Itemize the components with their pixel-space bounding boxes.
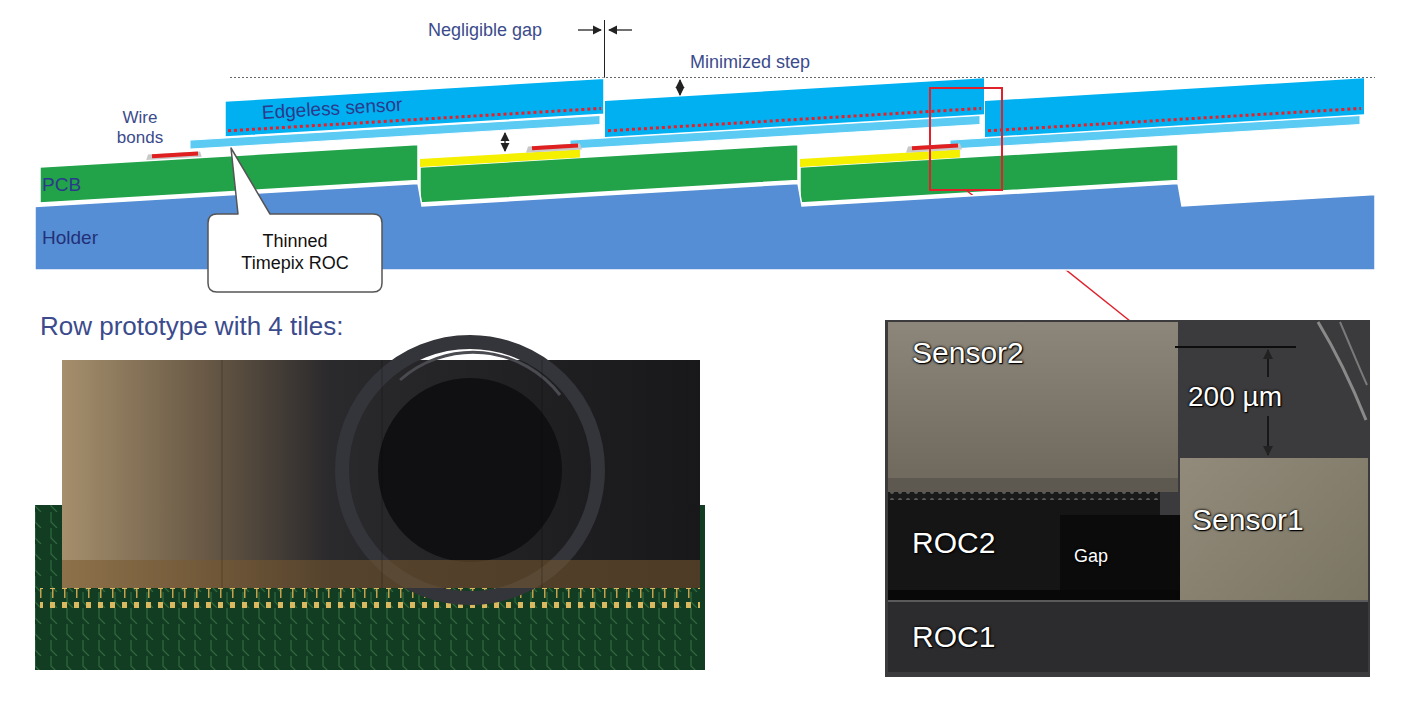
label-anchor: ROC1 (912, 620, 995, 655)
wire-bond-patch (526, 144, 582, 153)
label-anchor: Gap (1074, 546, 1108, 567)
pixel-row (988, 108, 1361, 130)
spacing-arrow (504, 133, 505, 151)
dimension-label: 200 µm (1188, 381, 1282, 413)
photo-label: Sensor2 (912, 336, 1024, 371)
dimension-arrow (1267, 350, 1269, 377)
annotation-label: Negligible gap (428, 20, 542, 41)
photo-label: ROC2 (912, 526, 995, 561)
sensor-block (888, 322, 1178, 478)
part-label: PCB (42, 174, 81, 197)
gap-arrow (578, 29, 601, 30)
label-anchor: Minimized step (690, 52, 810, 73)
lens-reflection (342, 342, 598, 598)
gap-region (1060, 515, 1180, 590)
label-anchor: 200 µm (1188, 381, 1282, 413)
sensor-edge (62, 560, 700, 588)
lens-highlight (400, 352, 560, 395)
step-arrow (679, 80, 680, 95)
label-anchor: Wire bonds (100, 108, 180, 147)
label-anchor: Row prototype with 4 tiles: (40, 312, 343, 342)
lens-reflection (378, 378, 562, 562)
dimension-line (1175, 346, 1296, 348)
annotation-label: Minimized step (690, 52, 810, 73)
label-anchor: ROC2 (912, 526, 995, 561)
spacer-strip (800, 150, 960, 168)
pixel-row (608, 108, 981, 130)
gap-arrow (609, 29, 632, 30)
reference-line (230, 77, 1375, 78)
wire-bond-row (40, 588, 700, 608)
roc-edge (888, 600, 1368, 602)
label-anchor: Sensor1 (1192, 503, 1304, 538)
sensor-band: Edgeless sensor (225, 78, 604, 137)
photo-label: ROC1 (912, 620, 995, 655)
callout-text: Thinned Timepix ROC (230, 231, 360, 274)
label-anchor: Sensor2 (912, 336, 1024, 371)
gap-line (604, 20, 605, 78)
heading-label: Row prototype with 4 tiles: (40, 312, 343, 342)
label-anchor: Negligible gap (428, 20, 542, 41)
roc-block (888, 600, 1368, 672)
wire-bond (912, 146, 958, 149)
tile-seam (222, 360, 223, 588)
bond-wire (1340, 322, 1367, 385)
sensor-edge (888, 478, 1178, 492)
sensor-tile (985, 78, 1364, 137)
dimension-arrow (1267, 416, 1269, 455)
tile-seam (542, 360, 543, 588)
bond-wire (1318, 322, 1366, 420)
wire-bond (532, 146, 578, 149)
part-label: Holder (42, 227, 98, 250)
photo-label: Sensor1 (1192, 503, 1304, 538)
zoom-frame (930, 88, 1002, 190)
annotation-label: Wire bonds (100, 108, 180, 147)
photo-label: Gap (1074, 546, 1108, 567)
spacer-strip (420, 150, 580, 168)
closeup-photo (885, 320, 1370, 677)
tile-seam (382, 360, 383, 588)
callout-outline (208, 148, 382, 292)
wire-bond (152, 154, 198, 157)
sensor-tile (605, 78, 984, 137)
shadow-strip (888, 590, 1180, 600)
bump-row (888, 492, 1160, 500)
callout-box: Thinned Timepix ROC (208, 214, 382, 292)
wire-bond-patch (906, 144, 962, 153)
sensor-band-fill (225, 78, 604, 137)
